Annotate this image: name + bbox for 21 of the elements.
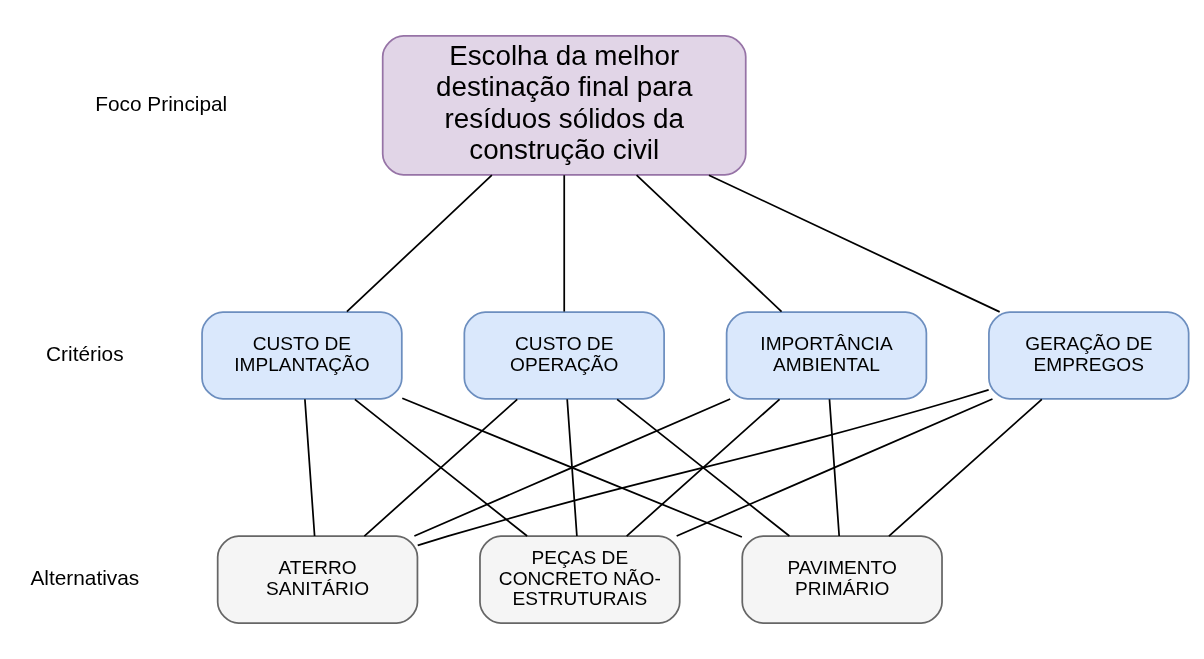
node-box: CUSTO DE OPERAÇÃO [463, 311, 665, 400]
node-box: CUSTO DE IMPLANTAÇÃO [201, 311, 403, 400]
node-box: IMPORTÂNCIA AMBIENTAL [725, 311, 928, 400]
node-box: GERAÇÃO DE EMPREGOS [988, 311, 1190, 400]
label: Critérios [46, 341, 124, 365]
connector [563, 174, 566, 313]
connector [346, 174, 493, 313]
connector [304, 398, 316, 537]
node-box: Escolha da melhor destinação final para resíduos sólidos da construção civil [381, 35, 747, 176]
connector [566, 398, 578, 537]
connector [828, 398, 841, 537]
label: Foco Principal [95, 91, 228, 115]
connector [708, 174, 1001, 313]
node-box: PEÇAS DE CONCRETO NÃO-ESTRUTURAIS [479, 535, 681, 624]
connector [888, 398, 1043, 537]
connector [675, 398, 994, 537]
connector [635, 174, 783, 313]
node-box: ATERRO SANITÁRIO [216, 535, 419, 624]
label: Alternativas [30, 566, 140, 590]
node-box: PAVIMENTO PRIMÁRIO [741, 535, 943, 624]
connector [416, 389, 990, 547]
